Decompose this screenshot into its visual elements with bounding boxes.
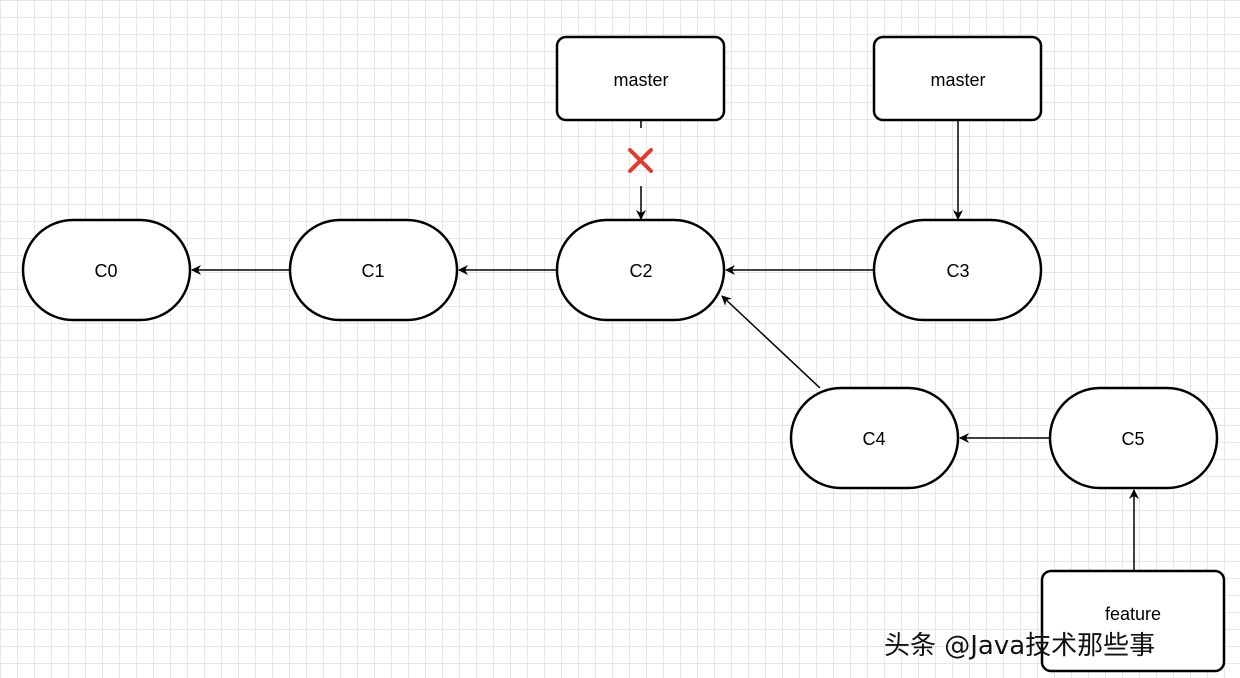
branch-master-old-label: master	[613, 70, 668, 90]
commit-c1-label: C1	[361, 261, 384, 281]
commit-c2: C2	[555, 218, 726, 322]
commit-c0-label: C0	[94, 261, 117, 281]
branch-master-new: master	[872, 35, 1043, 122]
edges	[191, 121, 1139, 570]
branch-master-old: master	[555, 35, 726, 122]
commit-c3-label: C3	[946, 261, 969, 281]
commit-c5: C5	[1048, 386, 1219, 490]
cross-mark-icon	[628, 148, 653, 173]
commit-c4-label: C4	[862, 429, 885, 449]
watermark-text: 头条 @Java技术那些事	[884, 631, 1156, 661]
commit-c3: C3	[872, 218, 1043, 322]
branch-feature: feature	[1040, 569, 1226, 673]
commit-c0: C0	[21, 218, 192, 322]
branch-feature-label: feature	[1105, 604, 1161, 624]
commit-c5-label: C5	[1121, 429, 1144, 449]
commit-c2-label: C2	[629, 261, 652, 281]
edge-c4-c2	[721, 295, 821, 389]
branch-master-new-label: master	[930, 70, 985, 90]
commit-c4: C4	[789, 386, 960, 490]
commit-c1: C1	[288, 218, 459, 322]
